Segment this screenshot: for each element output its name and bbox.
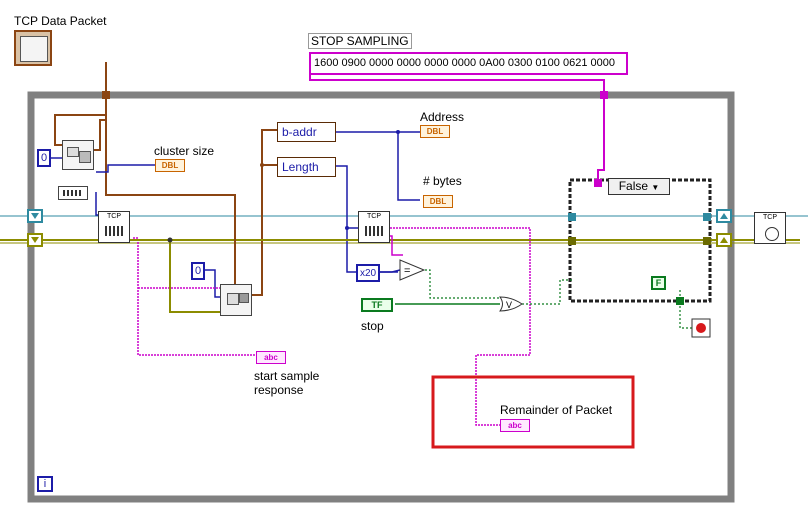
abc-tag: abc bbox=[264, 353, 278, 362]
b-addr-unbundle[interactable]: b-addr bbox=[277, 122, 336, 142]
stop-control[interactable]: TF bbox=[361, 298, 393, 312]
stop-label: stop bbox=[361, 319, 384, 333]
svg-text:=: = bbox=[404, 265, 410, 277]
stop-sampling-label: STOP SAMPLING bbox=[308, 33, 412, 49]
remainder-label: Remainder of Packet bbox=[500, 403, 613, 417]
array-size-node[interactable] bbox=[58, 186, 88, 200]
highlight-box bbox=[431, 375, 635, 449]
bytes-indicator: DBL bbox=[423, 195, 453, 208]
false-constant[interactable]: F bbox=[651, 276, 666, 290]
x20-text: x20 bbox=[359, 268, 377, 279]
tcp-tag-2: TCP bbox=[367, 213, 381, 220]
cluster-size-indicator: DBL bbox=[155, 159, 185, 172]
unflatten-from-string-node[interactable] bbox=[220, 284, 252, 316]
b-addr-text: b-addr bbox=[282, 125, 317, 139]
length-text: Length bbox=[282, 160, 319, 174]
address-label: Address bbox=[420, 110, 465, 124]
tcp-tag: TCP bbox=[107, 213, 121, 220]
iteration-text: i bbox=[43, 478, 47, 490]
svg-text:V: V bbox=[506, 300, 512, 310]
hex-constant-x20[interactable]: x20 bbox=[356, 264, 380, 282]
tcp-control-icon[interactable] bbox=[14, 30, 52, 66]
dbl-tag: DBL bbox=[161, 161, 179, 170]
chevron-down-icon: ▼ bbox=[651, 183, 660, 192]
length-unbundle[interactable]: Length bbox=[277, 157, 336, 177]
iteration-terminal: i bbox=[37, 476, 53, 492]
numeric-constant-zero-2[interactable]: 0 bbox=[191, 262, 205, 280]
stop-sampling-value: 1600 0900 0000 0000 0000 0000 0A00 0300 … bbox=[314, 57, 615, 69]
cluster-tunnel bbox=[102, 91, 110, 99]
f-text: F bbox=[655, 278, 662, 288]
cluster-size-label: cluster size bbox=[154, 144, 215, 158]
tcp-tag-3: TCP bbox=[763, 214, 777, 221]
unbundle-by-name-node[interactable] bbox=[62, 140, 94, 170]
address-indicator: DBL bbox=[420, 125, 450, 138]
stop-sampling-constant[interactable]: 1600 0900 0000 0000 0000 0000 0A00 0300 … bbox=[309, 52, 628, 75]
tcp-close-icon[interactable]: TCP bbox=[754, 212, 786, 244]
dbl-tag-3: DBL bbox=[429, 197, 447, 206]
dbl-tag-2: DBL bbox=[426, 127, 444, 136]
bytes-label: # bytes bbox=[423, 174, 462, 188]
cluster-wire bbox=[105, 62, 236, 285]
case-selector-text: False bbox=[618, 179, 649, 193]
string-tunnel bbox=[600, 91, 608, 99]
start-sample-indicator: abc bbox=[256, 351, 286, 364]
abc-tag-2: abc bbox=[508, 421, 522, 430]
tcp-control-label: TCP Data Packet bbox=[14, 14, 107, 28]
start-sample-label: start sample response bbox=[254, 369, 320, 397]
while-loop-frame bbox=[27, 91, 735, 503]
tcp-read-icon-2[interactable]: TCP bbox=[358, 211, 390, 243]
tf-tag: TF bbox=[371, 300, 383, 310]
tcp-read-icon[interactable]: TCP bbox=[98, 211, 130, 243]
const-zero-text: 0 bbox=[40, 152, 48, 164]
const-zero-text-2: 0 bbox=[194, 265, 202, 277]
case-selector[interactable]: False ▼ bbox=[608, 178, 670, 195]
or-gate-icon bbox=[499, 296, 523, 312]
remainder-indicator: abc bbox=[500, 419, 530, 432]
equal-icon bbox=[399, 259, 426, 281]
case-string-tunnel bbox=[594, 179, 602, 187]
numeric-constant-zero[interactable]: 0 bbox=[37, 149, 51, 167]
